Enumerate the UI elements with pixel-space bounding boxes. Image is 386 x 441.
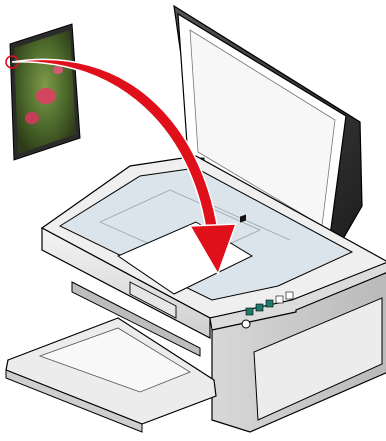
mode-button-1: [246, 308, 253, 315]
photo-flower-2: [25, 112, 39, 124]
mode-button-5: [286, 292, 293, 299]
photo-flower-3: [53, 66, 63, 74]
photo-flower-1: [36, 88, 56, 104]
power-button: [242, 320, 250, 328]
photo: [6, 24, 80, 160]
mode-button-4: [276, 296, 283, 303]
mode-button-3: [266, 300, 273, 307]
mode-button-2: [256, 304, 263, 311]
